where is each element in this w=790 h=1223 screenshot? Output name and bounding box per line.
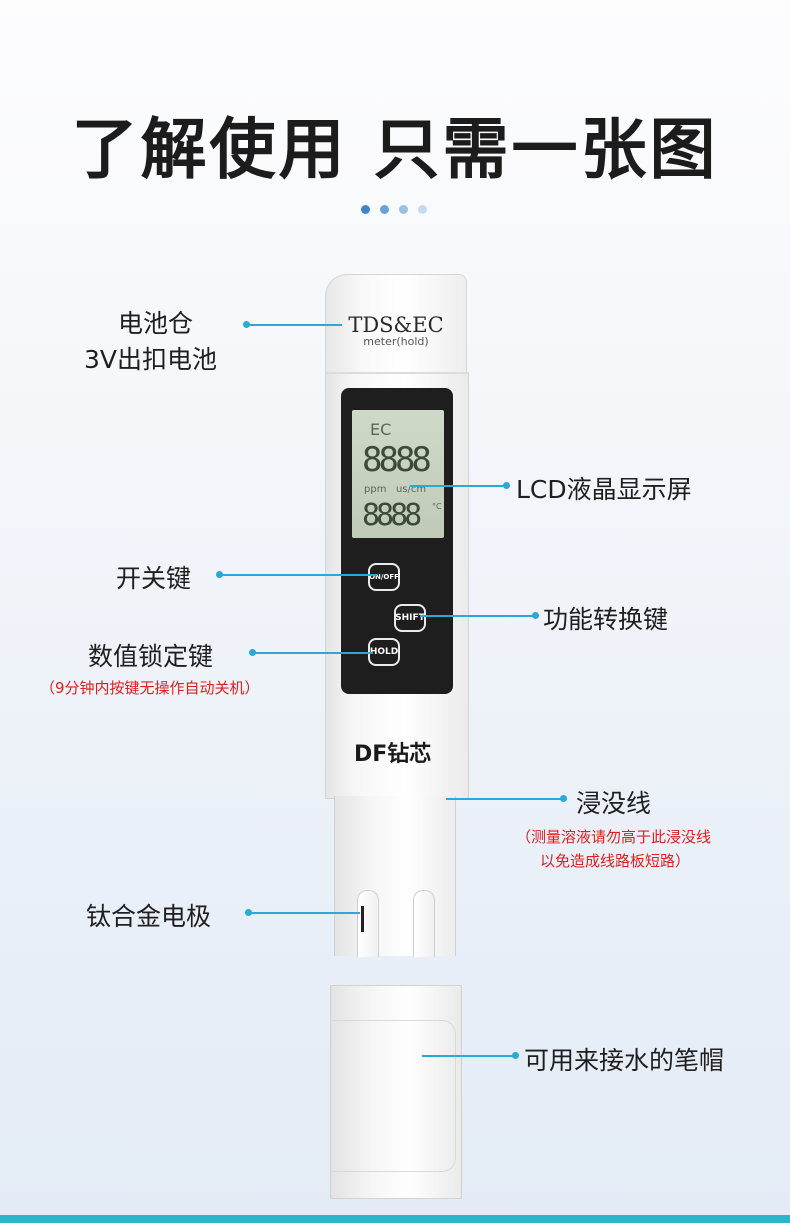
- power-label: 开关键: [116, 564, 192, 593]
- onoff-button[interactable]: ON/OFF: [368, 563, 400, 591]
- pen-cap: [330, 985, 462, 1199]
- dot-3: [399, 205, 408, 214]
- battery-compartment: TDS&EC meter(hold): [325, 274, 467, 375]
- electrode-pin: [361, 906, 364, 932]
- battery-label: 电池仓: [118, 309, 194, 338]
- leader-line: [422, 1055, 514, 1057]
- leader-line: [248, 912, 360, 914]
- brand-subtitle: meter(hold): [363, 335, 429, 348]
- electrode-probe: [334, 796, 456, 957]
- lcd-digits-bottom: 8888: [362, 498, 422, 533]
- dot-1: [361, 205, 370, 214]
- leader-line: [446, 798, 562, 800]
- battery-sublabel: 3V出扣电池: [84, 345, 218, 374]
- leader-line: [219, 574, 377, 576]
- leader-point: [532, 612, 539, 619]
- control-panel: EC 8888 ppm us/cm 8888 °C ON/OFF SHIFT H…: [341, 388, 453, 694]
- lcd-mode: EC: [370, 420, 392, 439]
- leader-line: [252, 652, 372, 654]
- pen-cap-edge: [331, 1020, 456, 1172]
- cap-label: 可用来接水的笔帽: [524, 1046, 725, 1075]
- probe-slot: [413, 890, 435, 957]
- carousel-dots: [361, 205, 427, 214]
- leader-point: [503, 482, 510, 489]
- immersion-label: 浸没线: [576, 789, 652, 818]
- brand-title: TDS&EC: [348, 313, 444, 337]
- lcd-units: ppm us/cm: [364, 484, 427, 495]
- lcd-label: LCD液晶显示屏: [516, 475, 692, 504]
- lcd-screen: EC 8888 ppm us/cm 8888 °C: [352, 410, 444, 538]
- bottom-accent-bar: [0, 1215, 790, 1223]
- dot-2: [380, 205, 389, 214]
- hold-label: 数值锁定键: [88, 642, 214, 671]
- dot-4: [418, 205, 427, 214]
- leader-line: [410, 485, 506, 487]
- lcd-temp-unit: °C: [432, 502, 442, 511]
- immersion-note-2: 以免造成线路板短路）: [540, 852, 691, 870]
- leader-point: [560, 795, 567, 802]
- leader-line: [246, 324, 342, 326]
- shift-button[interactable]: SHIFT: [394, 604, 426, 632]
- hold-button[interactable]: HOLD: [368, 638, 400, 666]
- hold-note: （9分钟内按键无操作自动关机）: [40, 679, 260, 697]
- shift-label: 功能转换键: [543, 605, 669, 634]
- leader-point: [512, 1052, 519, 1059]
- lcd-digits-top: 8888: [362, 440, 432, 480]
- leader-line: [420, 615, 534, 617]
- page-title: 了解使用 只需一张图: [71, 111, 719, 188]
- immersion-note-1: （测量溶液请勿高于此浸没线: [516, 828, 712, 846]
- device-body: EC 8888 ppm us/cm 8888 °C ON/OFF SHIFT H…: [325, 372, 469, 799]
- electrode-label: 钛合金电极: [86, 902, 212, 931]
- brand-logo: DF钻芯: [354, 742, 432, 767]
